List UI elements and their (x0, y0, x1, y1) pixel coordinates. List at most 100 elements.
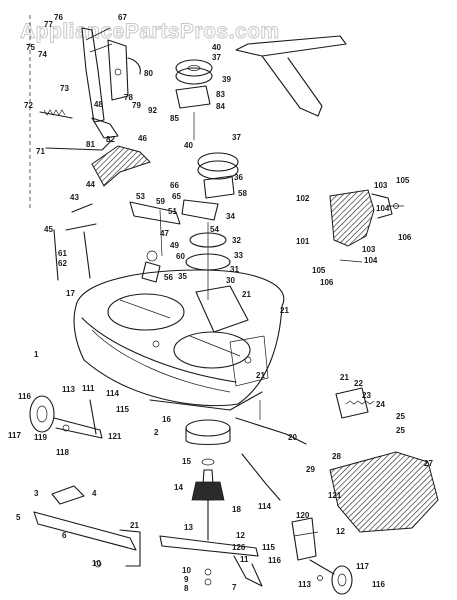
part-number-67: 67 (118, 13, 127, 22)
part-number-81: 81 (86, 140, 95, 149)
part-number-2: 2 (154, 428, 159, 437)
part-number-30: 30 (226, 276, 235, 285)
right-gauge-wheel-illustration (291, 517, 353, 595)
part-number-113a: 113 (62, 385, 75, 394)
rear-bracket-illustration (335, 387, 375, 419)
part-number-37a: 37 (212, 53, 221, 62)
part-number-53: 53 (136, 192, 145, 201)
part-number-83: 83 (216, 90, 225, 99)
part-number-21d: 21 (340, 373, 349, 382)
part-number-51: 51 (168, 207, 177, 216)
part-number-104b: 104 (364, 256, 378, 265)
part-number-60: 60 (176, 252, 185, 261)
part-number-6: 6 (62, 531, 67, 540)
part-number-120: 120 (296, 511, 310, 520)
part-number-28: 28 (332, 452, 341, 461)
part-number-118: 118 (56, 448, 69, 457)
part-number-114a: 114 (106, 389, 119, 398)
part-number-13: 13 (184, 523, 193, 532)
part-number-121a: 121 (108, 432, 122, 441)
lift-linkage-illustration (29, 15, 141, 281)
part-number-106a: 106 (398, 233, 412, 242)
part-number-105a: 105 (396, 176, 410, 185)
part-number-45: 45 (44, 225, 53, 234)
part-number-117b: 117 (356, 562, 369, 571)
part-number-58: 58 (238, 189, 247, 198)
part-number-23: 23 (362, 391, 371, 400)
rear-shield-illustration (329, 451, 439, 533)
part-number-73: 73 (60, 84, 69, 93)
part-number-115b: 115 (262, 543, 275, 552)
part-number-4: 4 (92, 489, 97, 498)
part-number-7: 7 (232, 583, 237, 592)
part-number-103a: 103 (374, 181, 388, 190)
part-number-34: 34 (226, 212, 235, 221)
part-number-116c: 116 (372, 580, 385, 589)
part-number-36: 36 (234, 173, 243, 182)
part-number-33: 33 (234, 251, 243, 260)
part-number-21c: 21 (256, 371, 265, 380)
part-number-11: 11 (240, 555, 249, 564)
part-number-40a: 40 (212, 43, 221, 52)
part-number-74: 74 (38, 50, 47, 59)
part-number-102: 102 (296, 194, 310, 203)
part-number-106b: 106 (320, 278, 334, 287)
part-number-16: 16 (162, 415, 171, 424)
part-number-105b: 105 (312, 266, 326, 275)
part-number-117a: 117 (8, 431, 21, 440)
part-number-126: 126 (232, 543, 246, 552)
part-number-46: 46 (138, 134, 147, 143)
part-number-77: 77 (44, 20, 53, 29)
part-number-80: 80 (144, 69, 153, 78)
part-number-14: 14 (174, 483, 183, 492)
part-number-31: 31 (230, 265, 239, 274)
part-number-103b: 103 (362, 245, 376, 254)
part-number-114b: 114 (258, 502, 271, 511)
part-number-101: 101 (296, 237, 310, 246)
part-number-54: 54 (210, 225, 219, 234)
part-number-18: 18 (232, 505, 241, 514)
part-number-29: 29 (306, 465, 315, 474)
t-handle-wrench-illustration (235, 35, 347, 117)
belt-guard-illustration (91, 145, 151, 187)
part-number-17: 17 (66, 289, 75, 298)
part-number-113b: 113 (298, 580, 311, 589)
part-number-3: 3 (34, 489, 39, 498)
part-number-37b: 37 (232, 133, 241, 142)
part-number-44: 44 (86, 180, 95, 189)
part-number-32: 32 (232, 236, 241, 245)
idler-bracket-illustration (129, 201, 181, 283)
part-number-111: 111 (82, 384, 95, 393)
part-number-1: 1 (34, 350, 39, 359)
part-number-12a: 12 (236, 531, 245, 540)
part-number-104a: 104 (376, 204, 390, 213)
part-number-61: 61 (58, 249, 67, 258)
part-number-72: 72 (24, 101, 33, 110)
watermark-text: AppliancePartsPros.com (20, 20, 280, 43)
part-number-84: 84 (216, 102, 225, 111)
part-number-47: 47 (160, 229, 169, 238)
part-number-85: 85 (170, 114, 179, 123)
side-shield-illustration (329, 189, 404, 263)
mower-deck-housing-illustration (73, 269, 285, 411)
part-number-79: 79 (132, 101, 141, 110)
part-number-49: 49 (170, 241, 179, 250)
part-number-12b: 12 (336, 527, 345, 536)
part-number-22: 22 (354, 379, 363, 388)
rear-drive-rods-illustration (235, 400, 307, 501)
part-number-56: 56 (164, 273, 173, 282)
part-number-25b: 25 (396, 426, 405, 435)
part-number-labels: 76 77 67 75 74 73 80 78 79 92 72 48 82 8… (8, 13, 433, 593)
part-number-76: 76 (54, 13, 63, 22)
part-number-27: 27 (424, 459, 433, 468)
part-number-5: 5 (16, 513, 21, 522)
part-number-71: 71 (36, 147, 45, 156)
part-number-24: 24 (376, 400, 385, 409)
part-number-25a: 25 (396, 412, 405, 421)
part-number-40b: 40 (184, 141, 193, 150)
left-gauge-wheel-illustration (29, 395, 103, 439)
part-number-59: 59 (156, 197, 165, 206)
part-number-20: 20 (288, 433, 297, 442)
part-number-78: 78 (124, 93, 133, 102)
